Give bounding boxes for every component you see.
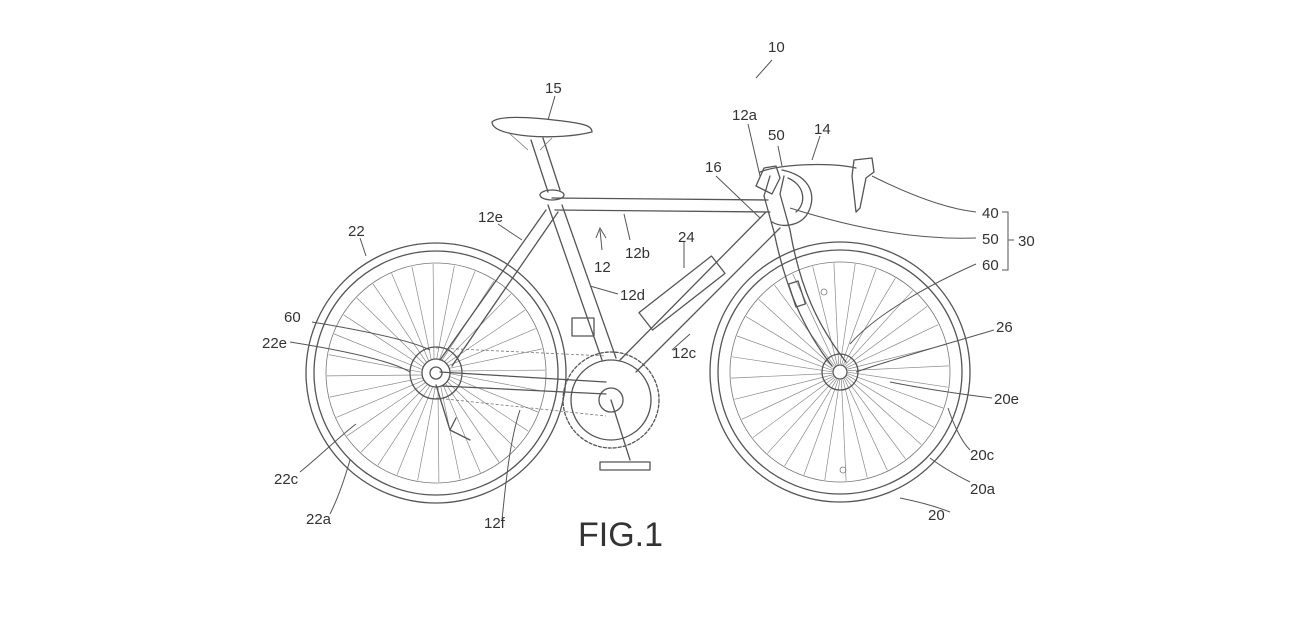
label-12f: 12f <box>484 515 506 532</box>
label-50-top: 50 <box>768 127 785 144</box>
label-20c: 20c <box>970 447 995 464</box>
seat-post <box>531 138 560 192</box>
spoke <box>843 380 867 478</box>
label-10: 10 <box>768 39 785 56</box>
spoke <box>378 386 430 466</box>
label-60-right: 60 <box>982 257 999 274</box>
spoke <box>447 381 515 448</box>
spoke <box>450 370 545 371</box>
spoke <box>373 284 427 363</box>
spoke <box>336 380 424 417</box>
spoke <box>357 298 425 365</box>
arrow-12 <box>596 228 606 250</box>
spoke <box>361 384 428 452</box>
spoke <box>793 274 836 366</box>
spoke <box>392 273 429 361</box>
rear-wheel <box>306 243 566 503</box>
label-12c: 12c <box>672 345 697 362</box>
label-20a: 20a <box>970 481 996 498</box>
spoke <box>433 264 434 359</box>
spoke <box>846 378 906 459</box>
label-15: 15 <box>545 80 562 97</box>
crankset <box>563 352 659 470</box>
label-22: 22 <box>348 223 365 240</box>
rear-hub <box>430 367 442 379</box>
seat-stay <box>440 210 558 366</box>
label-30: 30 <box>1018 233 1035 250</box>
spoke <box>448 329 536 366</box>
shifter-unit <box>756 166 780 194</box>
front-spokes <box>731 263 949 481</box>
label-20e: 20e <box>994 391 1019 408</box>
top-tube <box>552 198 770 212</box>
shift-brake-lever <box>852 158 874 212</box>
stem <box>764 176 784 196</box>
label-22a: 22a <box>306 511 332 528</box>
label-22c: 22c <box>274 471 299 488</box>
front-valve <box>840 467 846 473</box>
spoke <box>841 380 846 481</box>
figure-caption: FIG.1 <box>578 516 663 554</box>
spoke <box>438 387 439 482</box>
fork-caliper <box>789 281 806 307</box>
spoke <box>735 375 833 399</box>
label-12b: 12b <box>625 245 650 262</box>
label-12: 12 <box>594 259 611 276</box>
label-40: 40 <box>982 205 999 222</box>
label-14: 14 <box>814 121 831 138</box>
spoke <box>844 379 887 471</box>
label-24: 24 <box>678 229 695 246</box>
spoke <box>742 376 834 419</box>
rear-spokes <box>327 264 545 482</box>
spoke <box>731 373 832 378</box>
label-12d: 12d <box>620 287 645 304</box>
spoke <box>774 285 834 366</box>
spoke <box>753 378 834 438</box>
seat-tube <box>548 205 616 360</box>
spoke <box>327 375 422 376</box>
label-60-left: 60 <box>284 309 301 326</box>
spoke <box>443 385 480 473</box>
chain-stay <box>440 372 606 394</box>
label-50-right: 50 <box>982 231 999 248</box>
spoke <box>847 325 939 368</box>
crank-arm <box>600 400 650 470</box>
label-12e: 12e <box>478 209 503 226</box>
label-12a: 12a <box>732 107 758 124</box>
label-22e: 22e <box>262 335 287 352</box>
front-hub <box>833 365 847 379</box>
spoke <box>846 306 927 366</box>
saddle <box>492 117 592 136</box>
label-16: 16 <box>705 159 722 176</box>
front-wheel <box>710 242 970 502</box>
chain <box>436 348 606 416</box>
label-26: 26 <box>996 319 1013 336</box>
arrow-10 <box>756 60 772 78</box>
spoke <box>347 382 426 436</box>
spoke <box>344 315 424 367</box>
label-20: 20 <box>928 507 945 524</box>
